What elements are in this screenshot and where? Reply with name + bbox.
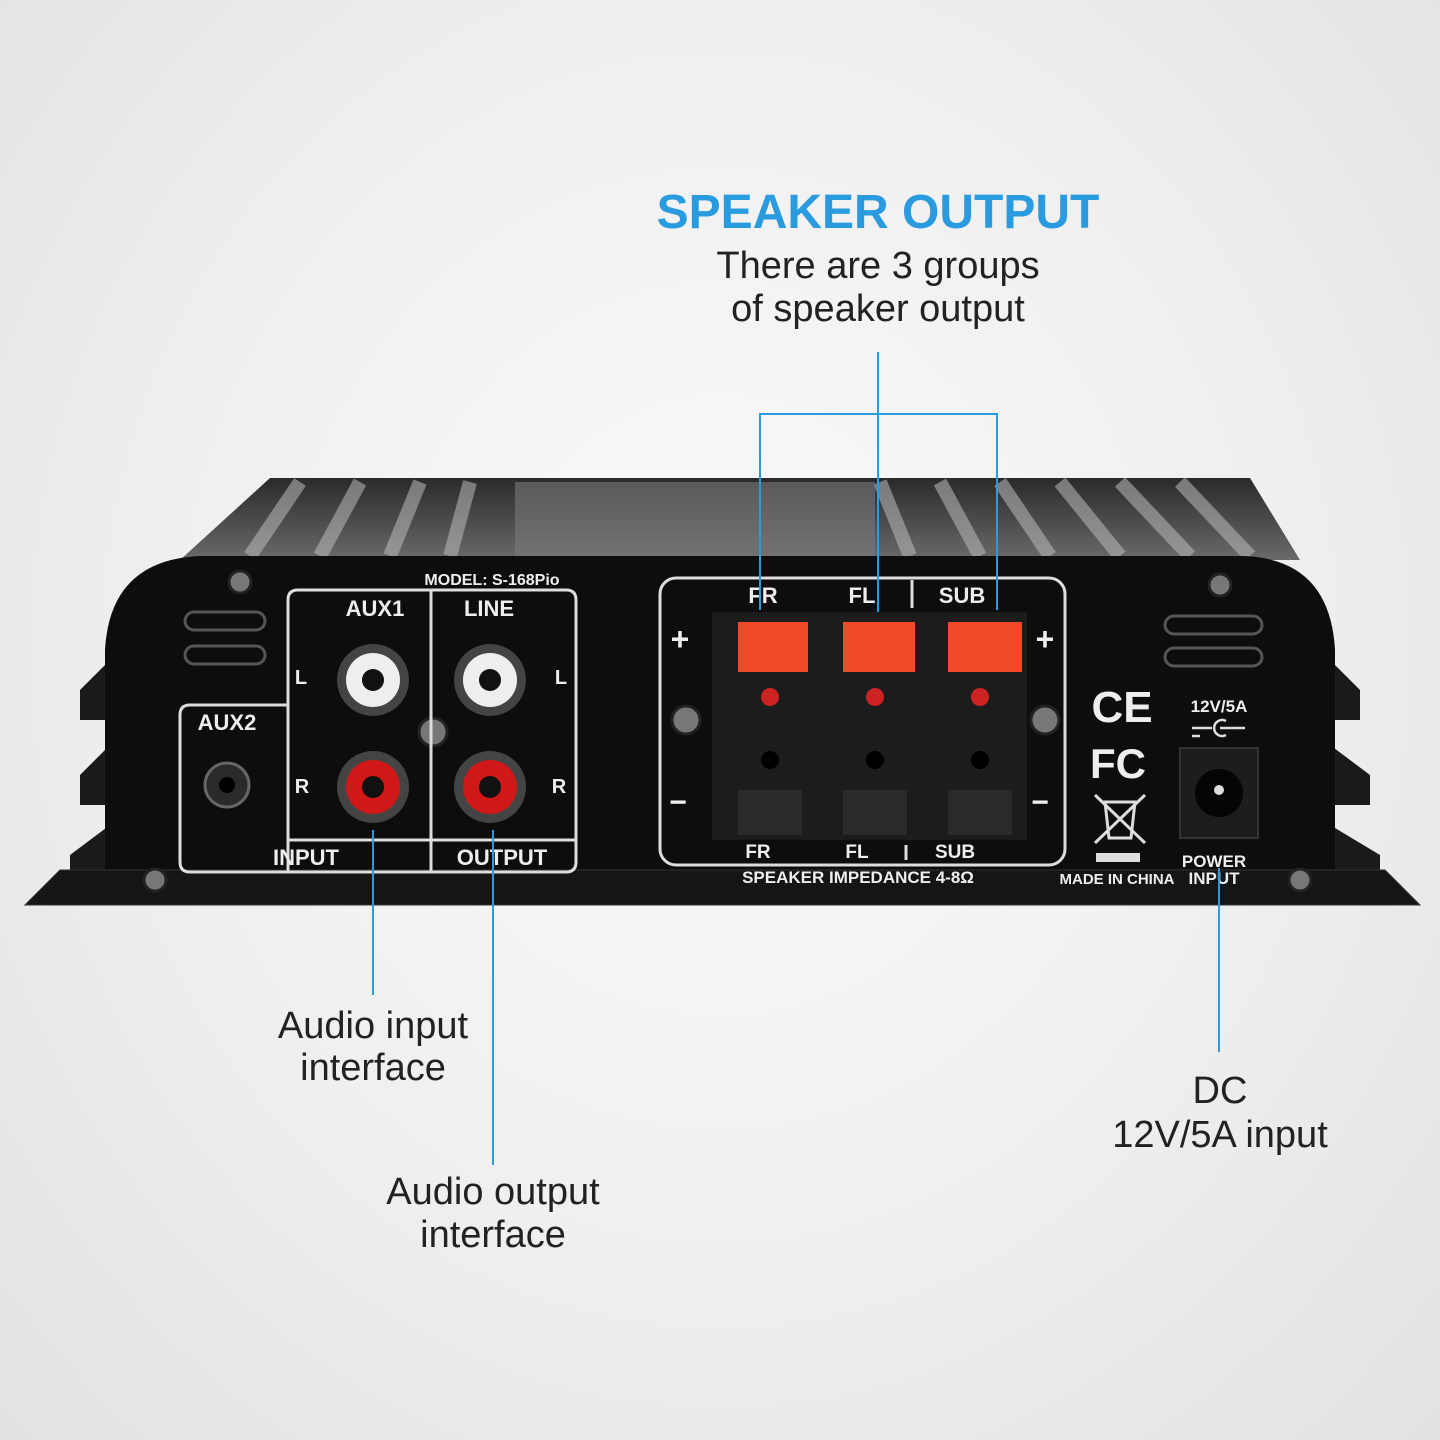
terminal-fl	[843, 622, 915, 835]
audio-output-caption-2: interface	[420, 1214, 566, 1256]
right-label-in: R	[295, 776, 310, 798]
made-in-label: MADE IN CHINA	[1060, 871, 1175, 888]
power-label-2: INPUT	[1189, 869, 1241, 888]
rca-jack-output-right	[454, 751, 526, 823]
weee-bin-icon	[1093, 793, 1147, 845]
fl-bottom-label: FL	[845, 842, 869, 863]
line-label: LINE	[464, 596, 514, 621]
speaker-box	[658, 576, 1067, 867]
audio-input-caption-1: Audio input	[278, 1005, 469, 1047]
right-label-out: R	[552, 776, 567, 798]
minus-right: −	[1031, 786, 1049, 819]
plus-right: +	[1036, 621, 1055, 657]
speaker-output-desc-1: There are 3 groups	[716, 245, 1039, 287]
rca-jack-aux1-left	[337, 644, 409, 716]
fr-bottom-label: FR	[745, 842, 771, 863]
fl-top-label: FL	[849, 583, 876, 608]
sub-top-label: SUB	[939, 583, 985, 608]
dc-power-jack	[1179, 747, 1259, 839]
rca-jack-line-left	[454, 644, 526, 716]
rca-jacks	[203, 644, 526, 823]
speaker-output-title: SPEAKER OUTPUT	[657, 186, 1100, 239]
rca-jack-aux1-right	[337, 751, 409, 823]
audio-input-caption-2: interface	[300, 1047, 446, 1089]
input-label: INPUT	[273, 845, 340, 870]
fr-top-label: FR	[748, 583, 777, 608]
sub-bottom-label: SUB	[935, 842, 975, 863]
left-label-in: L	[295, 667, 307, 689]
audio-output-caption-1: Audio output	[386, 1171, 600, 1213]
side-fins	[70, 660, 1380, 880]
left-label-out: L	[555, 667, 567, 689]
screws	[142, 569, 1313, 893]
aux2-jack	[203, 761, 251, 809]
output-label: OUTPUT	[457, 845, 548, 870]
aux2-label: AUX2	[198, 710, 257, 735]
io-section	[178, 588, 578, 874]
plus-left: +	[671, 621, 690, 657]
impedance-label: SPEAKER IMPEDANCE 4-8Ω	[742, 868, 974, 887]
ce-mark: CE	[1091, 683, 1152, 732]
terminal-sub	[948, 622, 1022, 835]
power-label-1: POWER	[1182, 852, 1246, 871]
dc-caption-1: DC	[1193, 1070, 1248, 1112]
aux1-label: AUX1	[346, 596, 405, 621]
terminal-fr	[738, 622, 808, 835]
rating-label: 12V/5A	[1191, 697, 1248, 716]
model-label: MODEL: S-168Pio	[424, 572, 559, 589]
speaker-output-desc-2: of speaker output	[731, 288, 1025, 330]
speaker-terminals	[738, 622, 1022, 835]
callout-leader-lines	[372, 352, 1220, 1165]
amplifier-top-heatsink	[180, 477, 1300, 561]
vent-slots	[183, 610, 1264, 668]
minus-left: −	[669, 786, 687, 819]
dc-caption-2: 12V/5A input	[1112, 1114, 1328, 1156]
fc-mark: FC	[1090, 740, 1146, 787]
dc-polarity-icon	[1192, 718, 1245, 738]
